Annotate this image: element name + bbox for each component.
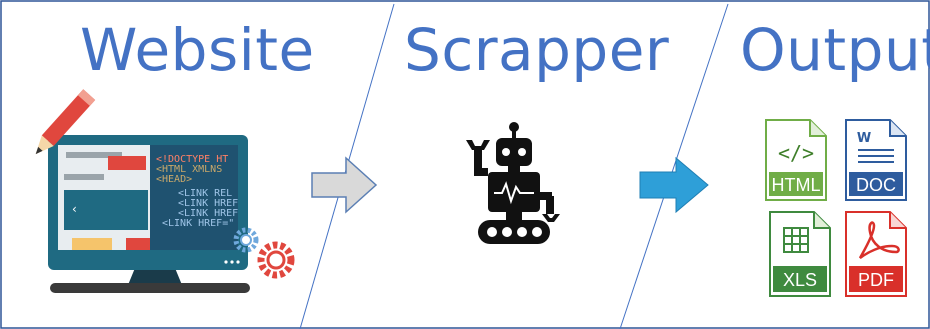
robot-icon <box>466 122 560 244</box>
file-type-label: HTML <box>772 175 821 195</box>
file-type-symbol: W <box>857 131 871 146</box>
html-file-icon: </> HTML <box>766 120 826 200</box>
code-line: <LINK HREF=" <box>162 218 234 229</box>
file-type-label: XLS <box>783 270 817 290</box>
file-type-label: DOC <box>856 175 896 195</box>
xls-file-icon: XLS <box>770 212 830 296</box>
doc-file-icon: W DOC <box>846 120 906 200</box>
code-line: <HEAD> <box>156 174 192 185</box>
file-type-label: PDF <box>858 270 894 290</box>
pdf-file-icon: PDF <box>846 212 906 296</box>
section-title-website: Website <box>80 14 315 86</box>
section-title-scrapper: Scrapper <box>404 14 669 86</box>
computer-monitor-icon: ‹ <!DOCTYPE HT <HTML XMLNS <HEAD> <LINK … <box>48 135 250 293</box>
section-title-output: Output <box>740 14 930 86</box>
file-type-symbol: </> <box>778 141 814 165</box>
svg-text:‹: ‹ <box>72 202 77 216</box>
arrow-right-gray <box>312 158 376 212</box>
